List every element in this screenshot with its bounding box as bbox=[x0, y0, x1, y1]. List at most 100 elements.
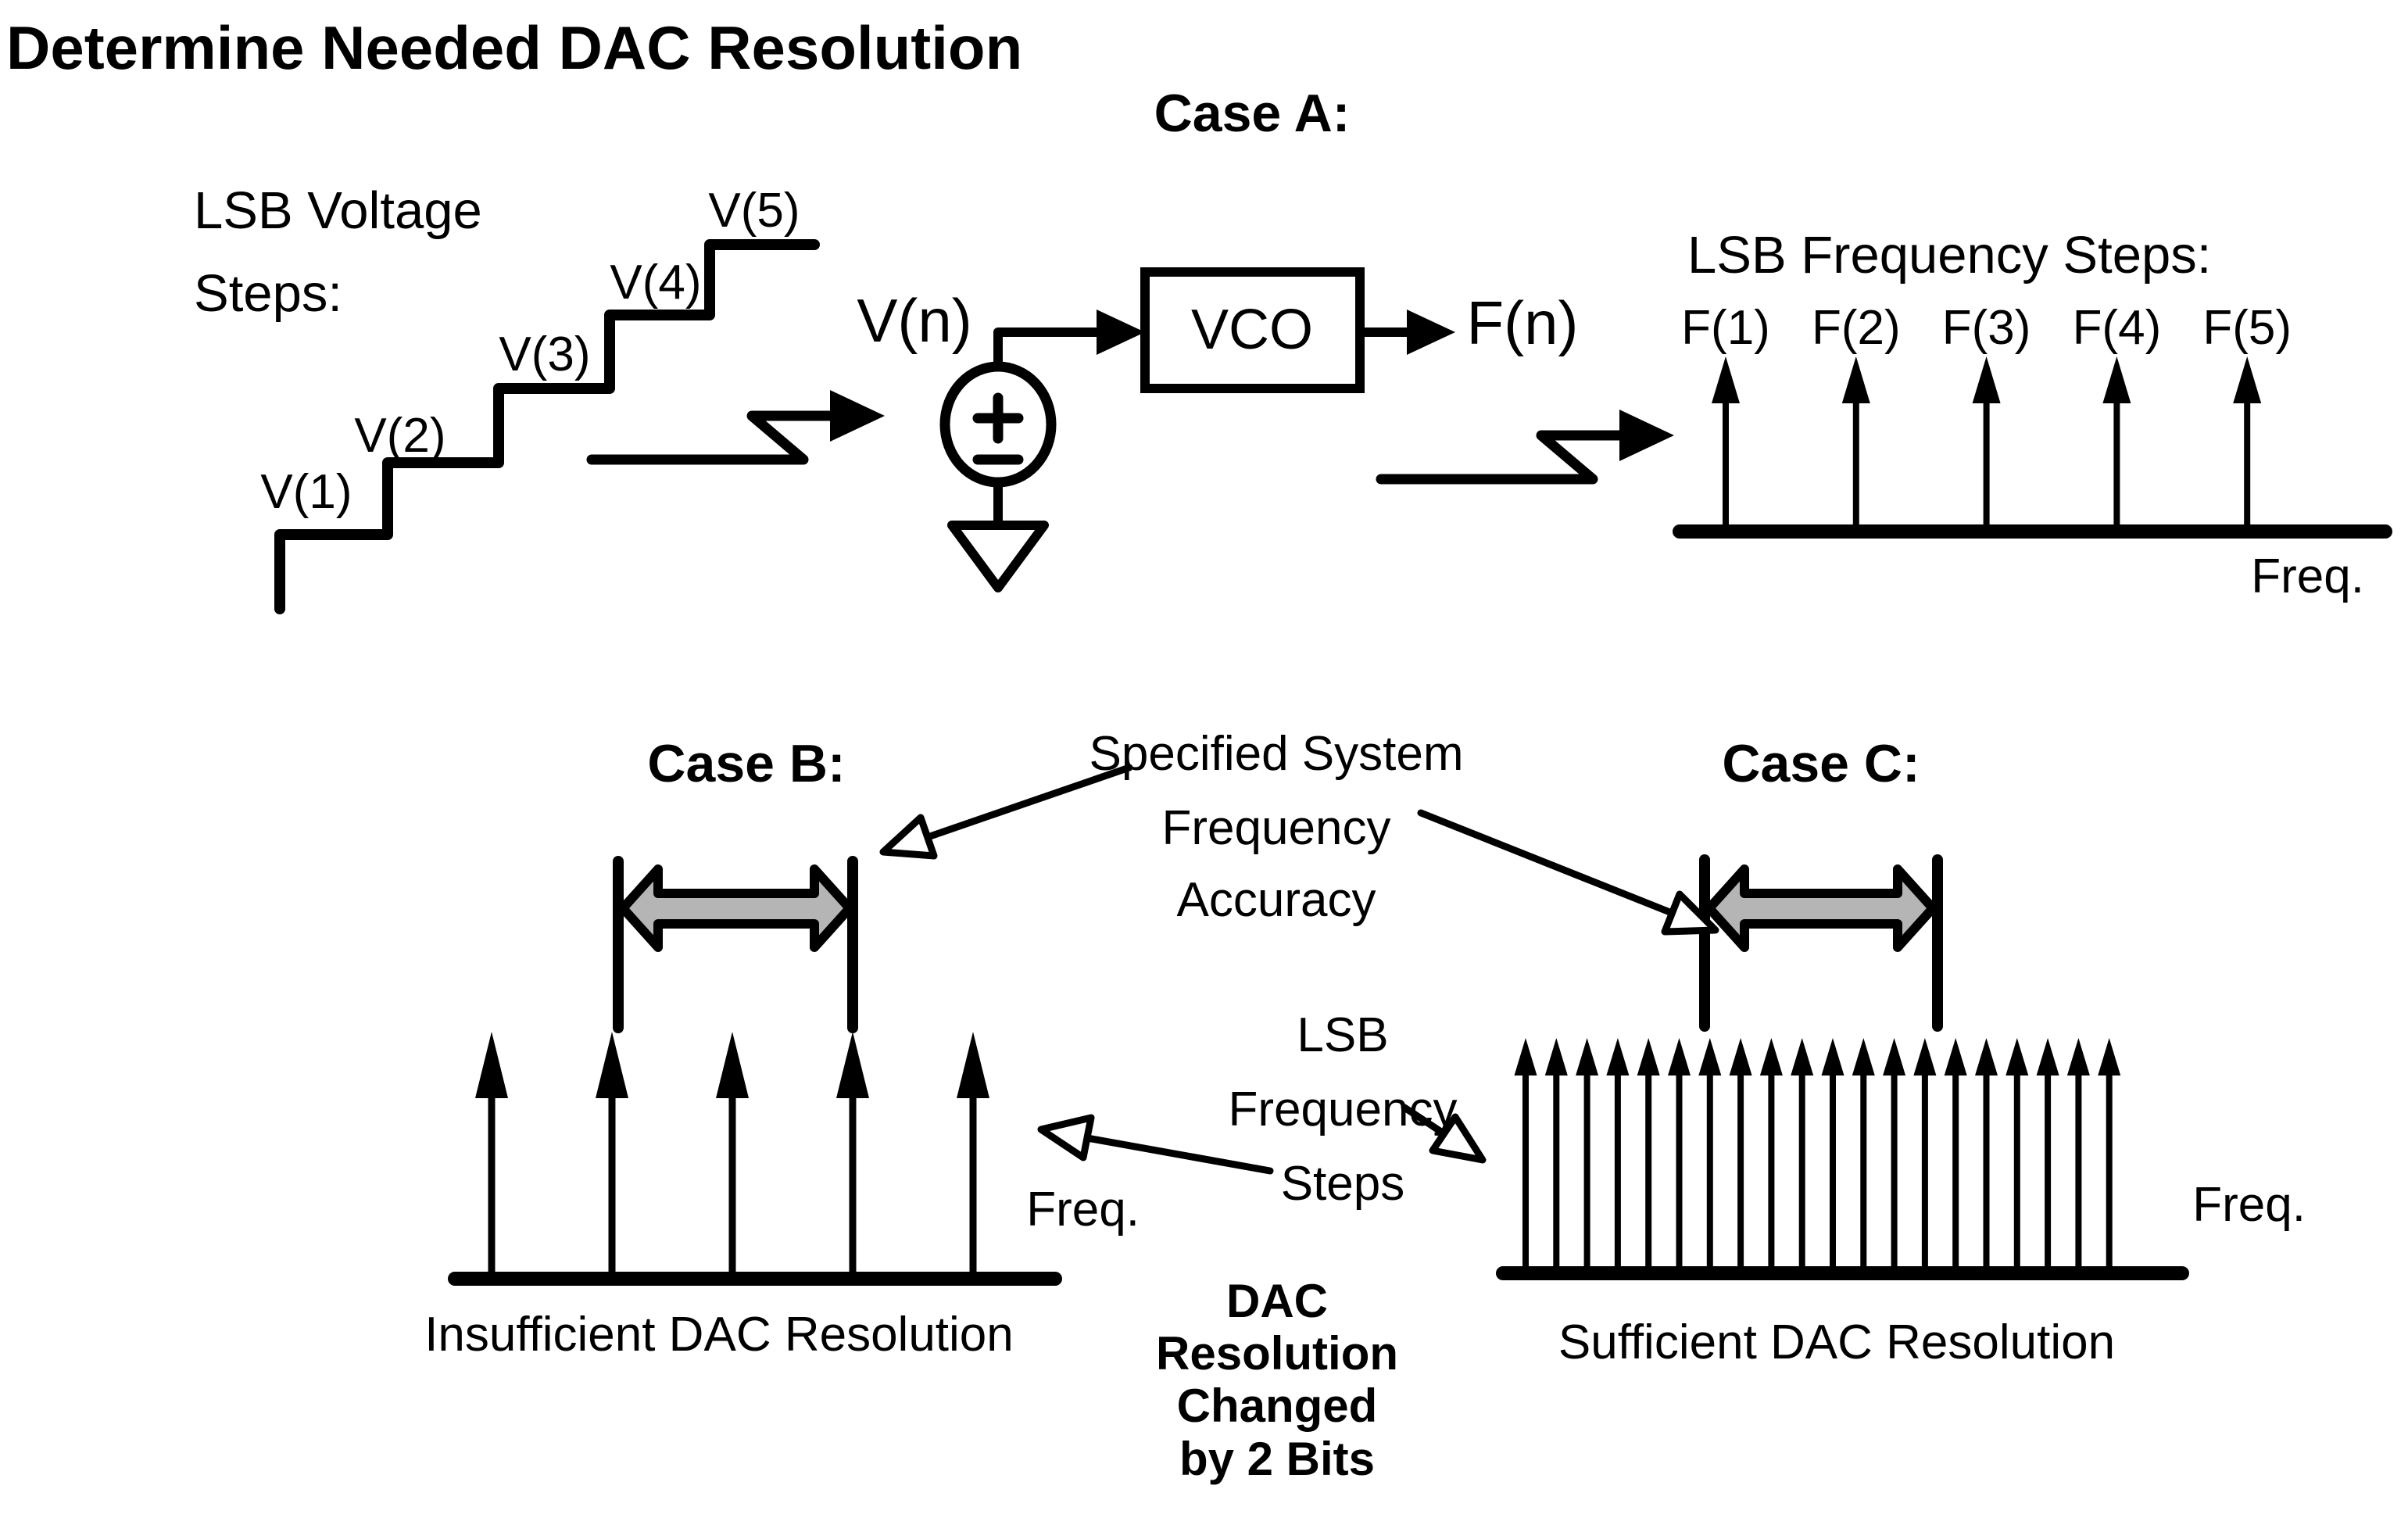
voltage-source bbox=[939, 361, 1057, 488]
case-a-heading: Case A: bbox=[1154, 84, 1351, 143]
case-a-impulse-group: F(1) F(2) F(3) F(4) F(5) bbox=[1681, 301, 2292, 531]
accuracy-span-arrow bbox=[1705, 864, 1937, 952]
annotation-text: LSB bbox=[1297, 1008, 1388, 1062]
impulse-arrowhead-icon bbox=[1698, 1038, 1722, 1076]
impulse-arrowhead-icon bbox=[2036, 1038, 2059, 1076]
impulse-arrowhead-icon bbox=[1791, 1038, 1814, 1076]
impulse-arrowhead-icon bbox=[2102, 356, 2131, 403]
accuracy-span-arrow bbox=[618, 864, 854, 952]
staircase-step-label: V(5) bbox=[708, 184, 800, 238]
annotation-text: Steps bbox=[1281, 1157, 1405, 1211]
zigzag-transition-arrow-2 bbox=[1376, 410, 1674, 485]
case-b-impulse-group bbox=[475, 1032, 989, 1279]
resolution-change-note: DAC Resolution Changed by 2 Bits bbox=[1156, 1275, 1398, 1485]
impulse-label: F(4) bbox=[2073, 301, 2162, 355]
impulse-arrowhead-icon bbox=[1668, 1038, 1691, 1076]
pointer-line bbox=[924, 764, 1133, 841]
vco-output-arrowhead bbox=[1407, 310, 1455, 355]
lsb-steps-annotation: LSB Frequency Steps bbox=[1229, 1008, 1458, 1211]
staircase-step-label: V(3) bbox=[499, 327, 590, 381]
system-accuracy-annotation: Specified System Frequency Accuracy bbox=[1090, 727, 1464, 927]
impulse-arrowhead-icon bbox=[1913, 1038, 1937, 1076]
note-text: Resolution bbox=[1156, 1327, 1398, 1380]
vco-input-arrowhead bbox=[1097, 310, 1145, 355]
case-b-accuracy-markers bbox=[613, 856, 858, 1033]
accuracy-pointer-to-case-c bbox=[1417, 809, 1719, 936]
impulse-arrowhead-icon bbox=[1972, 356, 2001, 403]
accuracy-pointer-to-case-b bbox=[879, 764, 1133, 860]
pointer-line bbox=[1401, 1104, 1447, 1137]
impulse-arrowhead-icon bbox=[1576, 1038, 1599, 1076]
impulse-arrowhead-icon bbox=[1606, 1038, 1630, 1076]
impulse-arrowhead-icon bbox=[2098, 1038, 2121, 1076]
case-b-heading: Case B: bbox=[647, 734, 845, 793]
staircase-waveform bbox=[274, 239, 820, 614]
staircase-step-label: V(4) bbox=[610, 256, 701, 310]
ground-icon bbox=[947, 478, 1049, 592]
zigzag-line bbox=[586, 410, 839, 465]
case-c-caption: Sufficient DAC Resolution bbox=[1558, 1315, 2115, 1369]
impulse-arrowhead-icon bbox=[1883, 1038, 1906, 1076]
open-arrowhead bbox=[1661, 890, 1719, 936]
impulse-arrowhead-icon bbox=[1544, 1038, 1568, 1076]
case-c-impulse-group bbox=[1514, 1038, 2121, 1273]
vco-block-label: VCO bbox=[1191, 299, 1313, 361]
impulse-arrowhead-icon bbox=[1514, 1038, 1537, 1076]
impulse-arrowhead-icon bbox=[1712, 356, 1740, 403]
impulse-arrowhead-icon bbox=[716, 1032, 749, 1098]
impulse-label: F(1) bbox=[1681, 301, 1770, 355]
open-arrowhead bbox=[1429, 1113, 1487, 1164]
staircase-step-label: V(2) bbox=[354, 409, 445, 463]
impulse-arrowhead-icon bbox=[1852, 1038, 1875, 1076]
spectrum-a-heading: LSB Frequency Steps: bbox=[1687, 226, 2211, 285]
impulse-arrowhead-icon bbox=[2066, 1038, 2090, 1076]
impulse-arrowhead-icon bbox=[475, 1032, 508, 1098]
vco-input-wire bbox=[993, 327, 1107, 372]
impulse-arrowhead-icon bbox=[957, 1032, 989, 1098]
annotation-text: Accuracy bbox=[1177, 873, 1376, 927]
open-arrowhead bbox=[879, 814, 938, 860]
impulse-arrowhead-icon bbox=[1944, 1038, 1967, 1076]
case-c-heading: Case C: bbox=[1722, 734, 1920, 793]
impulse-arrowhead-icon bbox=[2233, 356, 2262, 403]
impulse-label: F(5) bbox=[2202, 301, 2292, 355]
lsb-steps-pointer-to-case-c bbox=[1401, 1104, 1487, 1164]
impulse-label: F(3) bbox=[1942, 301, 2031, 355]
staircase-heading-line2: Steps: bbox=[194, 264, 342, 323]
impulse-arrowhead-icon bbox=[1821, 1038, 1844, 1076]
impulse-arrowhead-icon bbox=[1729, 1038, 1752, 1076]
vco-input-label: V(n) bbox=[857, 286, 971, 355]
impulse-arrowhead-icon bbox=[1637, 1038, 1660, 1076]
plus-icon bbox=[972, 392, 1024, 444]
note-text: by 2 Bits bbox=[1179, 1433, 1375, 1485]
pointer-line bbox=[1417, 809, 1676, 917]
impulse-arrowhead-icon bbox=[2005, 1038, 2029, 1076]
zigzag-arrowhead bbox=[1619, 410, 1674, 461]
annotation-text: Frequency bbox=[1162, 801, 1391, 855]
page-title: Determine Needed DAC Resolution bbox=[6, 13, 1022, 82]
impulse-arrowhead-icon bbox=[596, 1032, 628, 1098]
staircase-heading-line1: LSB Voltage bbox=[194, 181, 482, 240]
annotation-text: Specified System bbox=[1090, 727, 1464, 781]
zigzag-arrowhead bbox=[830, 390, 885, 442]
spectrum-b-axis-label: Freq. bbox=[1026, 1183, 1140, 1237]
lsb-steps-pointer-to-case-b bbox=[1037, 1114, 1274, 1175]
note-text: DAC bbox=[1226, 1275, 1328, 1327]
impulse-arrowhead-icon bbox=[1759, 1038, 1783, 1076]
open-arrowhead bbox=[1037, 1114, 1095, 1161]
note-text: Changed bbox=[1177, 1380, 1378, 1432]
spectrum-a-axis-label: Freq. bbox=[2251, 549, 2364, 603]
impulse-label: F(2) bbox=[1812, 301, 1901, 355]
case-b-caption: Insufficient DAC Resolution bbox=[424, 1308, 1014, 1362]
spectrum-c-axis-label: Freq. bbox=[2192, 1178, 2306, 1232]
impulse-arrowhead-icon bbox=[836, 1032, 869, 1098]
ground-triangle bbox=[947, 521, 1049, 592]
zigzag-line bbox=[1376, 430, 1628, 485]
zigzag-transition-arrow-1 bbox=[586, 390, 885, 465]
impulse-arrowhead-icon bbox=[1841, 356, 1870, 403]
vco-output-label: F(n) bbox=[1467, 288, 1579, 357]
staircase-step-label: V(1) bbox=[260, 465, 352, 519]
impulse-arrowhead-icon bbox=[1975, 1038, 1998, 1076]
